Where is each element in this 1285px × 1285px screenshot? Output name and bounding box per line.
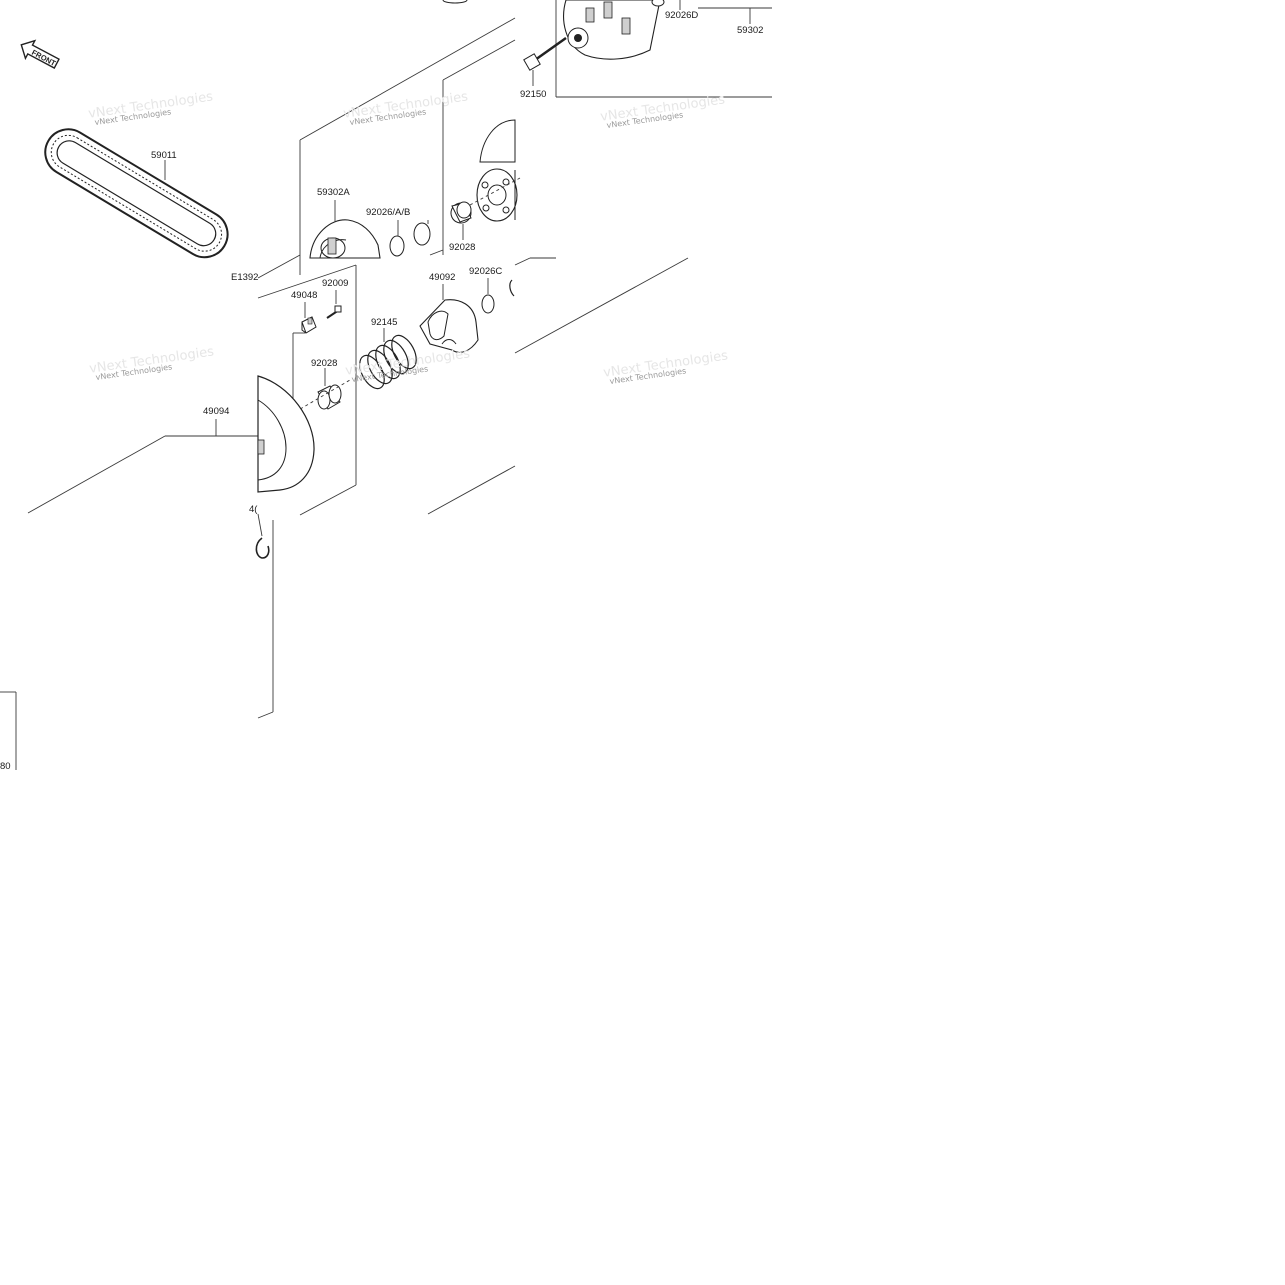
bushing-92028-lower	[317, 384, 342, 410]
label-partial-4: 4(	[249, 504, 258, 515]
watermark-1: vNext Technologies vNext Technologies	[87, 89, 214, 127]
sheave-59302a	[309, 219, 381, 259]
watermark-6: vNext Technologies vNext Technologies	[602, 348, 729, 386]
label-e1392: E1392	[231, 272, 258, 283]
lower-frame-lines	[0, 257, 689, 770]
drive-belt	[44, 128, 229, 259]
driven-sheave-top	[442, 0, 665, 60]
watermark-3: vNext Technologies vNext Technologies	[599, 92, 726, 130]
front-arrow-icon: FRONT	[20, 39, 60, 69]
label-92026-a-b: 92026/A/B	[366, 207, 410, 218]
label-partial-80: 80	[0, 761, 11, 772]
cam-49092	[419, 299, 479, 353]
watermark-5: vNext Technologies vNext Technologies	[344, 346, 471, 384]
label-49094: 49094	[203, 406, 229, 417]
label-59302: 59302	[737, 25, 763, 36]
screw-92009	[326, 305, 342, 319]
label-92026c: 92026C	[469, 266, 502, 277]
label-92009: 92009	[322, 278, 348, 289]
ring-92026c	[481, 294, 495, 314]
label-59011: 59011	[151, 150, 177, 161]
label-59302a: 59302A	[317, 187, 350, 198]
top-right-frame	[555, 0, 772, 98]
sheave-49094	[257, 375, 315, 493]
label-92150: 92150	[520, 89, 546, 100]
spring-92145	[359, 334, 417, 390]
sheave-hub-upper	[476, 119, 518, 222]
watermark-4: vNext Technologies vNext Technologies	[88, 344, 215, 382]
bushing-92028-upper	[450, 201, 472, 224]
label-92028-lower: 92028	[311, 358, 337, 369]
rings-92026-a-b	[389, 222, 431, 257]
label-92028-upper: 92028	[449, 242, 475, 253]
upper-frame-lines	[257, 17, 516, 279]
label-49048: 49048	[291, 290, 317, 301]
watermark-2: vNext Technologies vNext Technologies	[342, 89, 469, 127]
label-92026d: 92026D	[665, 10, 698, 21]
clip-edge	[509, 279, 515, 297]
bolt-92150	[523, 36, 567, 71]
weight-49048	[301, 316, 317, 334]
label-49092: 49092	[429, 272, 455, 283]
circlip-lower	[255, 537, 270, 559]
label-92145: 92145	[371, 317, 397, 328]
